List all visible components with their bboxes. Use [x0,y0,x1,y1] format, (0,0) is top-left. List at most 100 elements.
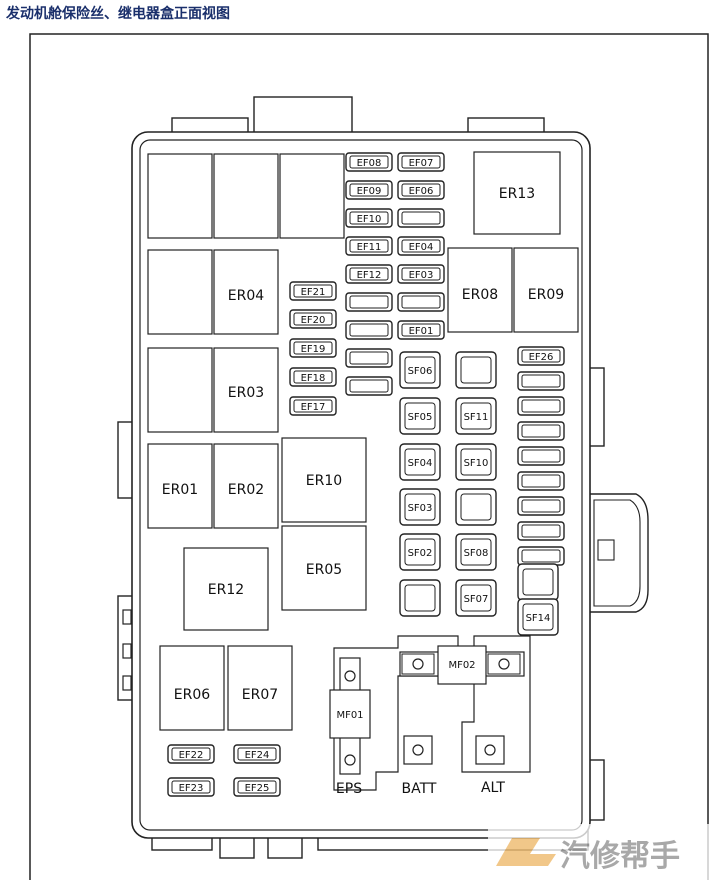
page-title: 发动机舱保险丝、继电器盒正面视图 [6,6,230,22]
fuse-blank [517,496,565,516]
fuse-ef12: EF12 [345,264,393,284]
fuse-ef01: EF01 [397,320,445,340]
fuse-blank [517,421,565,441]
fuse-ef23: EF23 [167,777,215,797]
fuse-label: SF05 [408,412,433,423]
fuse-ef09: EF09 [345,180,393,200]
fuse-ef18: EF18 [289,367,337,387]
slow-fuse-sf04: SF04 [399,443,441,481]
relay-label: ER04 [228,288,264,304]
fuse-label: SF08 [464,548,489,559]
fuse-label: SF10 [464,458,489,469]
relay-er10: ER10 [281,437,367,523]
fuse-blank [517,371,565,391]
fuse-label: SF06 [408,366,433,377]
fuse-blank [517,521,565,541]
fuse-blank [517,396,565,416]
relay-er08: ER08 [447,247,513,333]
outer-frame [29,33,709,880]
relay-label: ER12 [208,582,244,598]
fuse-blank [345,348,393,368]
slow-fuse-blank [455,488,497,526]
fuse-ef22: EF22 [167,744,215,764]
fuse-ef17: EF17 [289,396,337,416]
fuse-label: EF23 [179,783,204,794]
terminal-label-alt: ALT [481,780,505,796]
mega-fuse-area [333,635,531,791]
fuse-label: SF11 [464,412,489,423]
fuse-label: EF09 [357,186,382,197]
slow-fuse-sf08: SF08 [455,533,497,571]
top-tab-center [253,96,353,135]
slow-fuse-blank [455,351,497,389]
fuse-label: EF26 [529,352,554,363]
fuse-label: EF10 [357,214,382,225]
watermark-text: 汽修帮手 [560,839,680,874]
fuse-label: EF21 [301,287,326,298]
fuse-ef24: EF24 [233,744,281,764]
relay-er07: ER07 [227,645,293,731]
fuse-label: EF25 [245,783,270,794]
fuse-label: SF04 [408,458,433,469]
fuse-blank [517,546,565,566]
relay-er01: ER01 [147,443,213,529]
relay-er04: ER04 [213,249,279,335]
relay-er05: ER05 [281,525,367,611]
fuse-label: EF18 [301,373,326,384]
relay-label: ER09 [528,287,564,303]
slow-fuse-sf05: SF05 [399,397,441,435]
fuse-blank [345,320,393,340]
relay-blank [147,347,213,433]
fuse-label: EF19 [301,344,326,355]
fuse-label: SF14 [526,613,551,624]
slow-fuse-sf06: SF06 [399,351,441,389]
slow-fuse-sf02: SF02 [399,533,441,571]
relay-label: ER05 [306,562,342,578]
fuse-blank [345,376,393,396]
fuse-ef11: EF11 [345,236,393,256]
fuse-blank [345,292,393,312]
relay-blank [147,249,213,335]
fuse-ef20: EF20 [289,309,337,329]
fuse-ef19: EF19 [289,338,337,358]
fuse-blank-large [517,563,559,601]
terminal-label-eps: EPS [336,781,362,797]
relay-er12: ER12 [183,547,269,631]
fuse-label: EF03 [409,270,434,281]
fuse-label: EF12 [357,270,382,281]
relay-er03: ER03 [213,347,279,433]
fuse-label: EF22 [179,750,204,761]
fuse-label: EF08 [357,158,382,169]
relay-label: ER08 [462,287,498,303]
relay-label: ER03 [228,385,264,401]
relay-label: ER06 [174,687,210,703]
watermark-logo-icon [496,838,556,866]
fuse-label: SF02 [408,548,433,559]
relay-blank [147,153,213,239]
relay-blank [279,153,345,239]
slow-fuse-sf10: SF10 [455,443,497,481]
fuse-label: EF07 [409,158,434,169]
relay-er06: ER06 [159,645,225,731]
fuse-ef03: EF03 [397,264,445,284]
fuse-label: MF01 [336,710,363,721]
fuse-label: EF11 [357,242,382,253]
right-connector [587,493,649,613]
fuse-label: MF02 [448,660,475,671]
mega-fuse-mf01: MF01 [329,689,371,739]
fuse-label: EF20 [301,315,326,326]
slow-fuse-sf03: SF03 [399,488,441,526]
fuse-ef06: EF06 [397,180,445,200]
fuse-label: EF04 [409,242,434,253]
relay-er02: ER02 [213,443,279,529]
fuse-ef21: EF21 [289,281,337,301]
fuse-blank [517,471,565,491]
fuse-ef26: EF26 [517,346,565,366]
fuse-ef08: EF08 [345,152,393,172]
relay-label: ER07 [242,687,278,703]
fuse-blank [397,292,445,312]
fuse-ef07: EF07 [397,152,445,172]
relay-er13: ER13 [473,151,561,235]
fuse-label: EF01 [409,326,434,337]
